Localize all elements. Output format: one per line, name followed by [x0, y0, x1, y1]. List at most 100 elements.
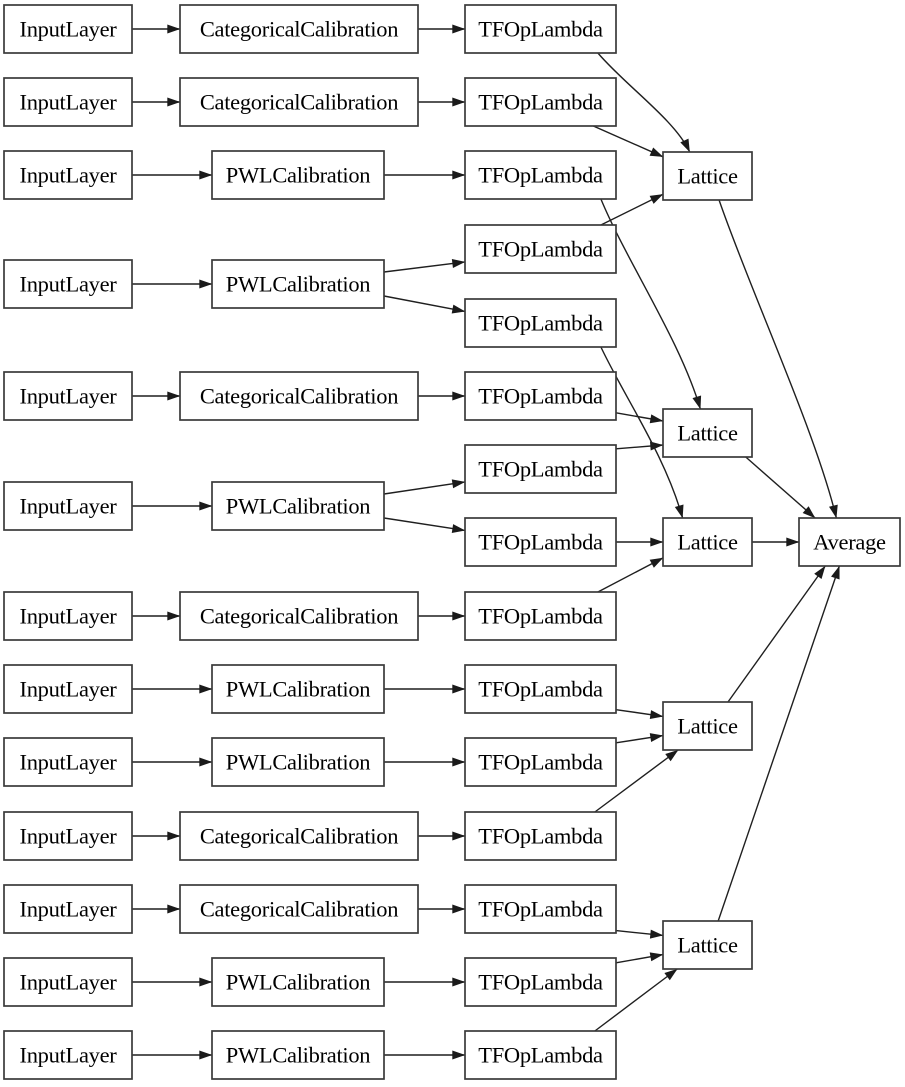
node-tfoplambda: TFOpLambda [464, 664, 617, 714]
node-box [662, 701, 753, 751]
node-tfoplambda: TFOpLambda [464, 517, 617, 567]
node-box [464, 298, 617, 348]
node-label: PWLCalibration [226, 750, 371, 775]
node-box [211, 481, 385, 531]
edge-tf7-to-lat3 [597, 557, 664, 593]
node-box [3, 259, 133, 309]
edge-tf5-to-lat2 [615, 412, 664, 424]
node-lattice: Lattice [662, 517, 753, 567]
node-label: Lattice [677, 164, 738, 189]
node-categoricalcalibration: CategoricalCalibration [179, 371, 419, 421]
node-inputlayer: InputLayer [3, 371, 133, 421]
node-box [464, 591, 617, 641]
node-box [3, 884, 133, 934]
node-box [464, 150, 617, 200]
node-label: InputLayer [20, 272, 118, 297]
node-tfoplambda: TFOpLambda [464, 591, 617, 641]
node-box [211, 957, 385, 1007]
node-inputlayer: InputLayer [3, 664, 133, 714]
node-box [3, 1030, 133, 1080]
node-label: TFOpLambda [478, 90, 603, 115]
edge-cal4-to-tf4a [383, 259, 466, 273]
node-box [662, 920, 753, 970]
node-box [798, 517, 901, 567]
node-label: CategoricalCalibration [200, 17, 398, 42]
node-box [464, 4, 617, 54]
node-label: InputLayer [20, 494, 118, 519]
node-box [464, 1030, 617, 1080]
node-pwlcalibration: PWLCalibration [211, 259, 385, 309]
node-box [662, 517, 753, 567]
node-box [211, 664, 385, 714]
edge-tf2-to-lat1 [593, 125, 664, 158]
node-label: InputLayer [20, 750, 118, 775]
edge-tf9-to-lat4 [615, 733, 664, 744]
node-box [3, 664, 133, 714]
node-box [211, 150, 385, 200]
node-label: TFOpLambda [478, 750, 603, 775]
node-lattice: Lattice [662, 701, 753, 751]
node-box [464, 884, 617, 934]
edge-lat4-to-avg [727, 565, 826, 703]
node-label: TFOpLambda [478, 604, 603, 629]
node-label: InputLayer [20, 163, 118, 188]
node-pwlcalibration: PWLCalibration [211, 481, 385, 531]
node-inputlayer: InputLayer [3, 77, 133, 127]
node-label: TFOpLambda [478, 163, 603, 188]
node-pwlcalibration: PWLCalibration [211, 664, 385, 714]
node-box [464, 957, 617, 1007]
node-categoricalcalibration: CategoricalCalibration [179, 77, 419, 127]
node-box [662, 151, 753, 201]
node-label: InputLayer [20, 1043, 118, 1068]
edge-tf6a-to-lat2 [615, 441, 664, 451]
node-box [179, 591, 419, 641]
edge-cal6-to-tf6a [383, 479, 466, 495]
node-tfoplambda: TFOpLambda [464, 884, 617, 934]
node-label: TFOpLambda [478, 384, 603, 409]
node-inputlayer: InputLayer [3, 957, 133, 1007]
node-box [179, 4, 419, 54]
node-box [211, 737, 385, 787]
node-inputlayer: InputLayer [3, 884, 133, 934]
node-label: PWLCalibration [226, 272, 371, 297]
edge-tf11-to-lat5 [615, 929, 664, 939]
edge-tf12-to-lat5 [615, 952, 664, 964]
edge-tf3-to-lat2 [600, 198, 702, 410]
node-label: CategoricalCalibration [200, 604, 398, 629]
node-box [662, 408, 753, 458]
node-label: InputLayer [20, 677, 118, 702]
node-label: TFOpLambda [478, 970, 603, 995]
node-tfoplambda: TFOpLambda [464, 1030, 617, 1080]
node-label: TFOpLambda [478, 897, 603, 922]
node-inputlayer: InputLayer [3, 4, 133, 54]
node-label: InputLayer [20, 970, 118, 995]
node-box [3, 591, 133, 641]
edge-tf8-to-lat4 [615, 708, 664, 720]
node-box [211, 1030, 385, 1080]
node-box [464, 224, 617, 274]
node-lattice: Lattice [662, 151, 753, 201]
node-label: TFOpLambda [478, 457, 603, 482]
node-pwlcalibration: PWLCalibration [211, 1030, 385, 1080]
node-tfoplambda: TFOpLambda [464, 957, 617, 1007]
edge-cal6-to-tf6b [383, 517, 466, 533]
node-inputlayer: InputLayer [3, 150, 133, 200]
node-tfoplambda: TFOpLambda [464, 224, 617, 274]
node-label: CategoricalCalibration [200, 824, 398, 849]
node-box [464, 444, 617, 494]
edge-lat5-to-avg [717, 565, 841, 922]
edges-layer [132, 24, 841, 1060]
node-box [3, 481, 133, 531]
node-label: CategoricalCalibration [200, 90, 398, 115]
node-label: Lattice [677, 421, 738, 446]
node-tfoplambda: TFOpLambda [464, 77, 617, 127]
node-box [3, 371, 133, 421]
node-label: InputLayer [20, 604, 118, 629]
node-box [464, 737, 617, 787]
node-tfoplambda: TFOpLambda [464, 811, 617, 861]
edge-tf10-to-lat4 [594, 749, 679, 813]
node-inputlayer: InputLayer [3, 591, 133, 641]
edge-tf1-to-lat1 [597, 52, 691, 153]
node-box [3, 957, 133, 1007]
